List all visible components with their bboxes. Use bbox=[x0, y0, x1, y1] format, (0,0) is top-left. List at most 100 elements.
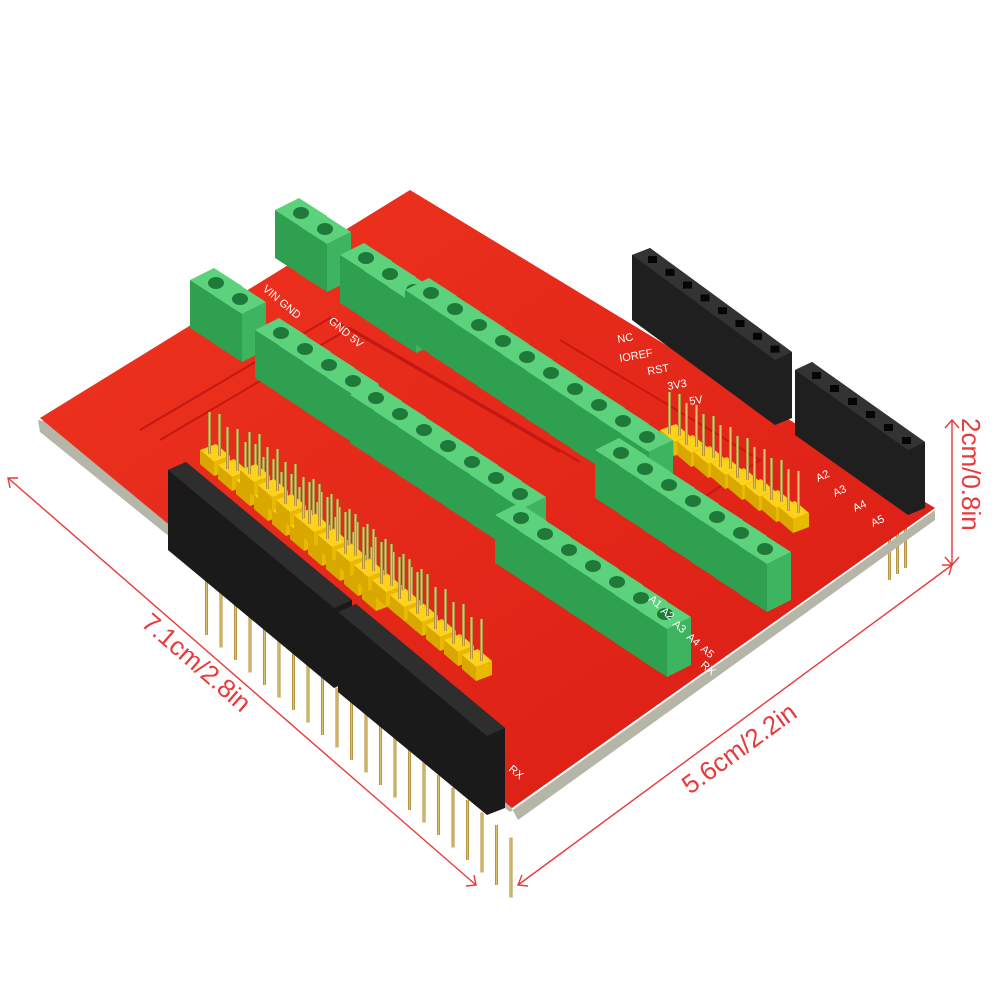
screw-hole bbox=[464, 456, 480, 468]
jumper-pin bbox=[780, 460, 783, 502]
screw-hole bbox=[293, 207, 309, 219]
jumper-pin bbox=[338, 507, 341, 549]
jumper bbox=[728, 468, 758, 486]
dimension-height: 2cm/0.8in bbox=[944, 418, 986, 567]
jumper bbox=[462, 649, 492, 667]
terminal-front bbox=[275, 210, 303, 276]
header-hole bbox=[848, 398, 857, 405]
jumper-pin bbox=[284, 462, 287, 504]
jumper bbox=[300, 520, 314, 546]
jumper-pin bbox=[462, 604, 465, 646]
screw-hole bbox=[392, 408, 408, 420]
screw-hole bbox=[561, 544, 577, 556]
jumper bbox=[779, 501, 809, 519]
bottom-pin bbox=[480, 812, 484, 873]
jumper bbox=[462, 655, 476, 681]
silk-label: A3 bbox=[831, 483, 848, 500]
jumper-pin bbox=[736, 436, 739, 478]
jumper bbox=[745, 485, 759, 511]
screw-hole bbox=[416, 424, 432, 436]
screw-hole bbox=[232, 293, 248, 305]
jumper bbox=[336, 550, 350, 576]
jumper bbox=[276, 500, 290, 526]
screw-hole bbox=[488, 472, 504, 484]
jumper bbox=[426, 619, 456, 637]
header-hole bbox=[648, 256, 657, 263]
terminal-front bbox=[429, 306, 457, 372]
silk-label: A4 bbox=[851, 498, 868, 515]
header-hole bbox=[718, 307, 727, 315]
screw-hole bbox=[615, 415, 631, 427]
jumper-pin bbox=[787, 469, 790, 511]
terminal-front bbox=[639, 611, 667, 677]
bottom-pin bbox=[277, 637, 281, 698]
screw-hole bbox=[317, 223, 333, 235]
pcb-trace bbox=[159, 326, 581, 463]
terminal-front bbox=[214, 296, 242, 362]
jumper-pin bbox=[668, 392, 671, 434]
jumper bbox=[476, 661, 492, 681]
terminal-front bbox=[255, 330, 283, 396]
terminal-front bbox=[299, 226, 327, 292]
screw-hole bbox=[440, 440, 456, 452]
jumper-pin bbox=[312, 479, 315, 521]
silk-analog-labels: A2 A3 A4 A5 bbox=[814, 468, 886, 530]
jumper bbox=[372, 580, 386, 606]
jumper-pin bbox=[344, 512, 347, 554]
jumper-pin bbox=[695, 405, 698, 447]
digital-header-right bbox=[338, 604, 505, 815]
power-header bbox=[632, 248, 792, 425]
jumper bbox=[290, 525, 304, 551]
terminal-front bbox=[350, 395, 378, 461]
jumper-pin bbox=[408, 559, 411, 601]
jumper-pin bbox=[410, 567, 413, 609]
jumper bbox=[426, 625, 440, 651]
screw-hole bbox=[297, 343, 313, 355]
screw-hole bbox=[512, 488, 528, 500]
digital-header-left bbox=[168, 462, 352, 688]
jumper bbox=[444, 634, 474, 652]
jumper bbox=[660, 424, 690, 442]
bottom-pin bbox=[263, 625, 266, 685]
screw-hole bbox=[321, 359, 337, 371]
terminal-front bbox=[549, 386, 577, 452]
jumper-pin bbox=[719, 425, 722, 467]
jumper bbox=[362, 585, 376, 611]
screw-hole bbox=[447, 303, 463, 315]
jumper-pin bbox=[746, 438, 749, 480]
jumper bbox=[240, 464, 270, 482]
bottom-pin bbox=[321, 675, 324, 735]
bottom-pin bbox=[306, 662, 310, 723]
bottom-pin bbox=[379, 725, 382, 785]
jumper-pin bbox=[218, 414, 221, 456]
screw-hole bbox=[633, 592, 649, 604]
jumper bbox=[372, 574, 402, 592]
jumper-pin bbox=[258, 434, 261, 476]
jumper-blocks bbox=[200, 392, 809, 681]
jumper-pin bbox=[384, 539, 387, 581]
jumper-pin bbox=[434, 587, 437, 629]
jumper bbox=[793, 513, 809, 533]
jumper-pin bbox=[372, 529, 375, 571]
jumper-pin bbox=[236, 429, 239, 471]
screw-hole bbox=[661, 479, 677, 491]
screw-hole bbox=[368, 392, 384, 404]
bottom-pin bbox=[408, 750, 411, 810]
terminal-front bbox=[446, 459, 474, 525]
jumper bbox=[344, 570, 358, 596]
screw-hole bbox=[657, 608, 673, 620]
terminal-front bbox=[715, 530, 743, 596]
bottom-pin bbox=[509, 837, 513, 898]
screw-hole bbox=[685, 495, 701, 507]
jumper-pin bbox=[248, 432, 251, 474]
silk-label: A5 bbox=[869, 513, 886, 530]
screw-hole bbox=[609, 576, 625, 588]
jumper bbox=[254, 495, 268, 521]
header-hole bbox=[735, 320, 745, 327]
bottom-pin bbox=[451, 787, 455, 848]
terminal-side bbox=[767, 552, 791, 612]
jumper bbox=[258, 485, 272, 511]
jumper-pin bbox=[208, 412, 211, 454]
